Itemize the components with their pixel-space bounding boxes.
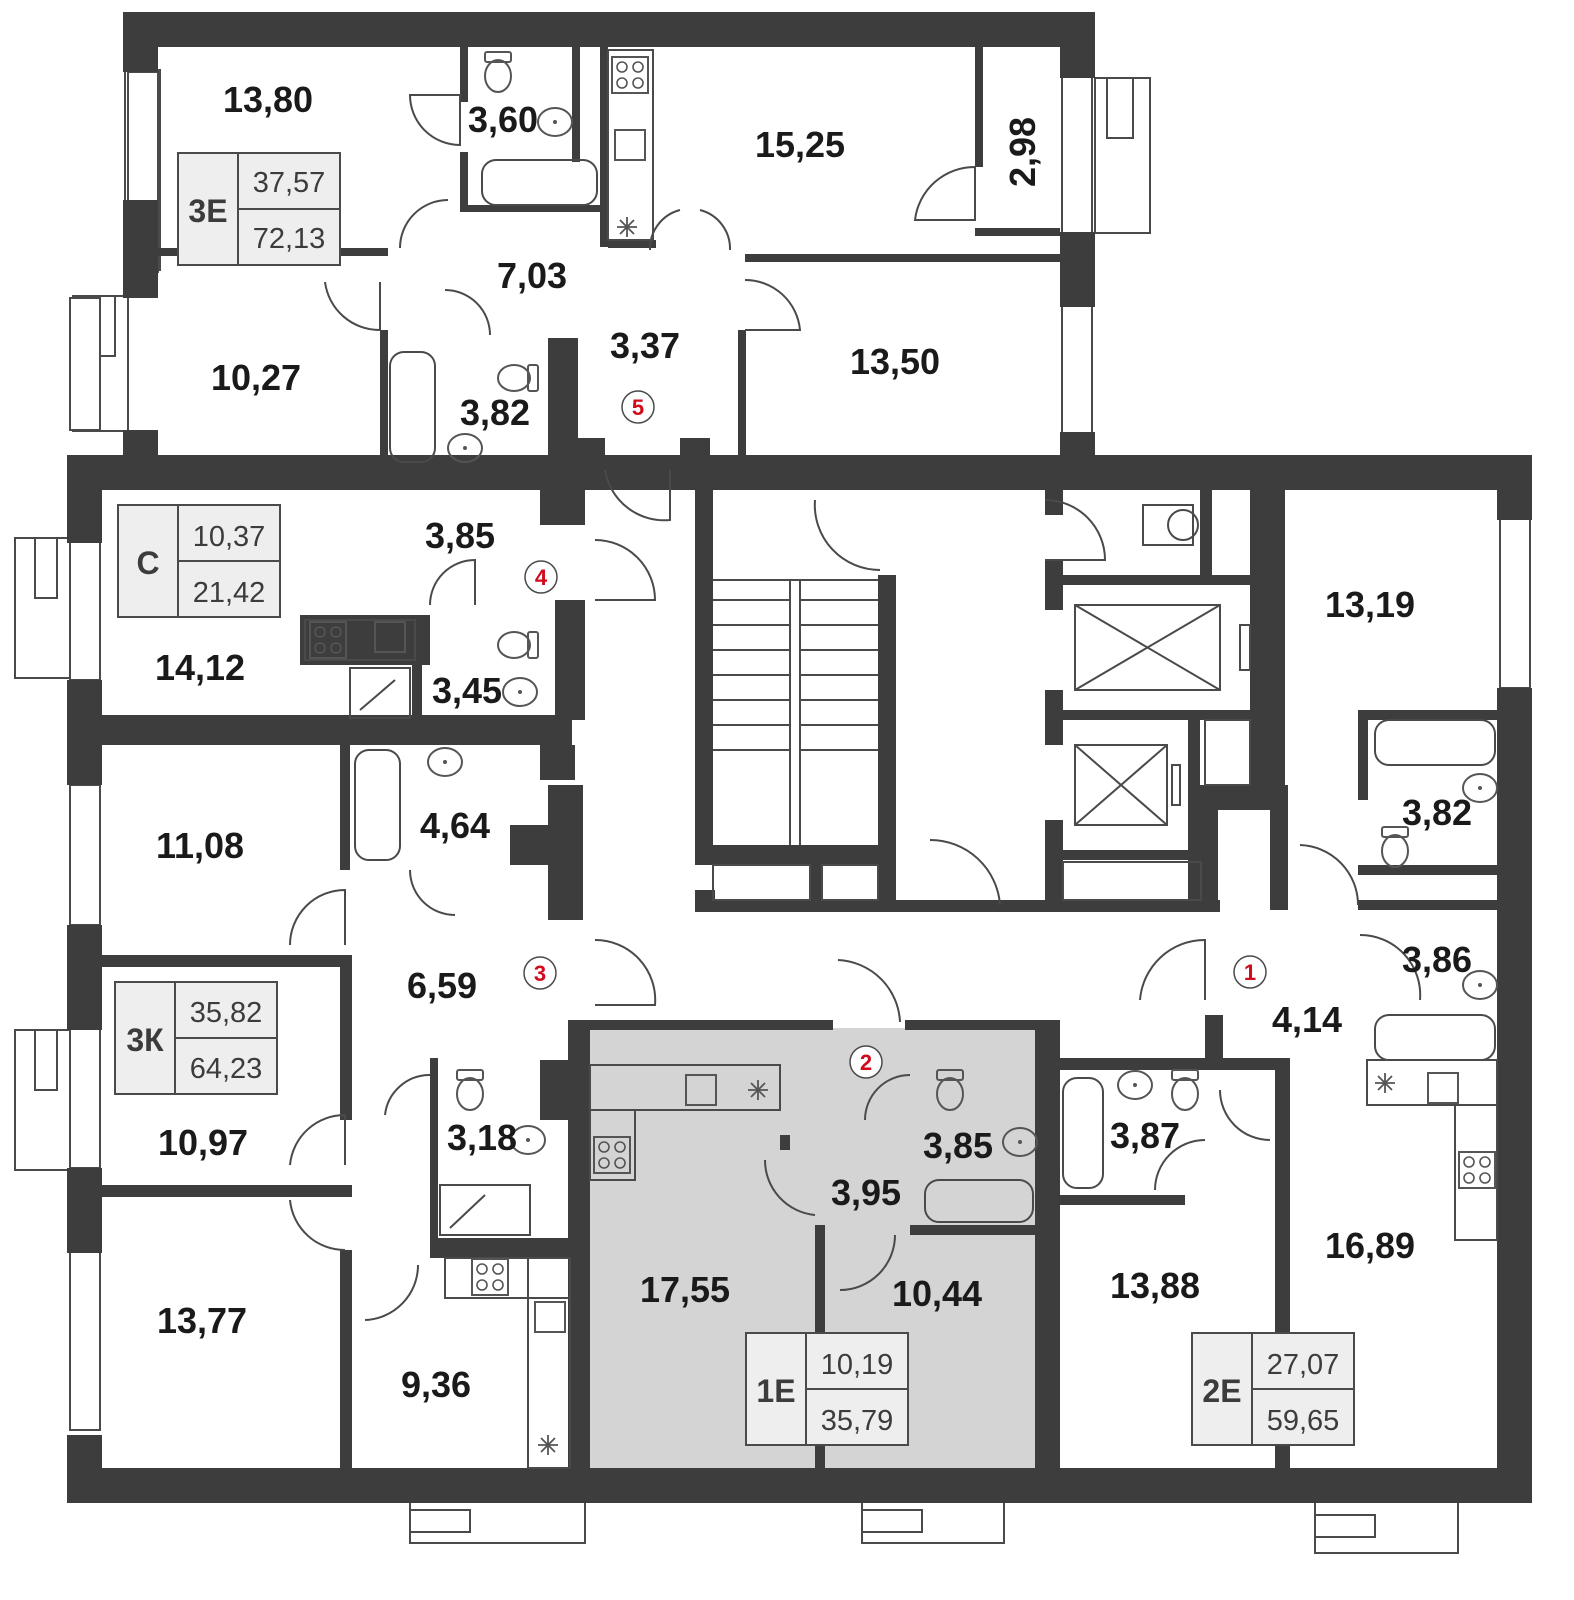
entrance-marker-5[interactable]: 5	[621, 390, 655, 424]
room-area-label: 10,44	[892, 1273, 982, 1314]
room-area-label: 3,95	[831, 1172, 901, 1213]
apartment-total-area: 72,13	[253, 223, 326, 255]
bathtub-icon	[354, 159, 1496, 1223]
room-area-label: 13,80	[223, 79, 313, 120]
room-area-label: 3,45	[432, 670, 502, 711]
sink-icon	[374, 107, 1498, 1333]
apartment-code: С	[136, 545, 159, 581]
apartment-total-area: 64,23	[190, 1053, 263, 1085]
apartment-total-area: 21,42	[193, 577, 266, 609]
room-area-label: 14,12	[155, 647, 245, 688]
room-area-label: 2,98	[1002, 117, 1043, 187]
room-area-label: 4,14	[1272, 999, 1342, 1040]
room-area-label: 10,97	[158, 1122, 248, 1163]
entrance-marker-1[interactable]: 1	[1233, 955, 1267, 989]
room-area-label: 3,60	[468, 99, 538, 140]
apartment-code: 2Е	[1202, 1373, 1241, 1409]
apartment-living-area: 10,37	[193, 521, 266, 553]
room-area-label: 3,86	[1402, 939, 1472, 980]
apartment-total-area: 59,65	[1267, 1405, 1340, 1437]
kitchen-counters	[304, 49, 1498, 1469]
apartment-badge-c[interactable]: С 10,37 21,42	[117, 504, 281, 618]
room-area-label: 6,59	[407, 965, 477, 1006]
room-area-label: 13,77	[157, 1300, 247, 1341]
apartment-badge-1e[interactable]: 1Е 10,19 35,79	[745, 1332, 909, 1446]
room-area-label: 13,50	[850, 341, 940, 382]
apartment-total-area: 35,79	[821, 1405, 894, 1437]
room-area-label: 13,88	[1110, 1265, 1200, 1306]
apartment-code: 1Е	[756, 1373, 795, 1409]
marker-number: 3	[534, 961, 546, 986]
room-area-label: 3,82	[460, 392, 530, 433]
room-area-label: 3,82	[1402, 792, 1472, 833]
apartment-badge-2e[interactable]: 2Е 27,07 59,65	[1191, 1332, 1355, 1446]
room-area-label: 3,85	[923, 1125, 993, 1166]
marker-number: 2	[860, 1050, 872, 1075]
room-area-label: 13,19	[1325, 584, 1415, 625]
room-area-label: 4,64	[420, 805, 490, 846]
room-area-label: 17,55	[640, 1269, 730, 1310]
room-area-label: 16,89	[1325, 1225, 1415, 1266]
room-area-label: 3,37	[610, 325, 680, 366]
apartment-living-area: 37,57	[253, 167, 326, 199]
apartment-living-area: 35,82	[190, 997, 263, 1029]
apartment-badge-3e[interactable]: 3Е 37,57 72,13	[177, 152, 341, 266]
entrance-marker-2[interactable]: 2	[849, 1045, 883, 1079]
marker-number: 1	[1244, 960, 1256, 985]
stairs-icon	[713, 579, 878, 845]
entrance-marker-4[interactable]: 4	[524, 560, 558, 594]
marker-number: 5	[632, 395, 644, 420]
room-area-label: 3,87	[1110, 1115, 1180, 1156]
room-labels: 13,80 3,60 15,25 2,98 7,03 10,27 3,82 3,…	[155, 79, 1472, 1405]
room-area-label: 11,08	[156, 825, 244, 866]
room-area-label: 10,27	[211, 357, 301, 398]
apartment-living-area: 27,07	[1267, 1349, 1340, 1381]
room-area-label: 15,25	[755, 124, 845, 165]
apartment-living-area: 10,19	[821, 1349, 894, 1381]
elevator-icon	[712, 504, 1251, 901]
apartment-badge-3k[interactable]: 3К 35,82 64,23	[114, 981, 278, 1095]
entrance-markers: 1 2 3 4 5	[523, 390, 1267, 1079]
room-area-label: 3,85	[425, 515, 495, 556]
apartment-code: 3Е	[188, 193, 227, 229]
apartment-code: 3К	[126, 1022, 164, 1058]
entrance-marker-3[interactable]: 3	[523, 956, 557, 990]
room-area-label: 7,03	[497, 255, 567, 296]
door-swings	[289, 94, 1422, 1321]
room-area-label: 3,18	[447, 1117, 517, 1158]
shower-icon	[349, 667, 531, 1236]
room-area-label: 9,36	[401, 1364, 471, 1405]
marker-number: 4	[535, 565, 548, 590]
